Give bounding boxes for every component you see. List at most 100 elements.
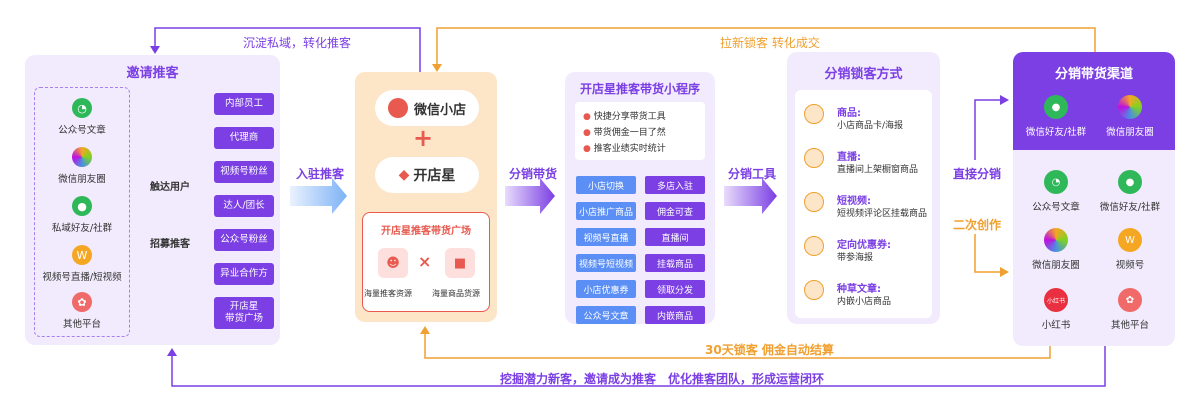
label-second: 二次创作 (953, 218, 1002, 232)
channel-moments: 微信朋友圈 (1016, 228, 1096, 271)
invite-recruit-label: 招募推客 (150, 239, 190, 250)
bullet-icon: ● (583, 112, 591, 122)
arrow-tools (724, 178, 777, 214)
brand-logo-icon: ◆ (398, 167, 410, 183)
moments-icon (72, 147, 92, 167)
channel-wechat-friends: ● 微信好友/社群 (1090, 170, 1170, 213)
source-moments: 微信朋友圈 (34, 147, 130, 185)
channel-header (1013, 52, 1175, 150)
mini-btn-left-3: 视频号直播 (576, 228, 636, 246)
channel-top-moments: 微信朋友圈 (1090, 95, 1170, 138)
mini-btn-left-1: 小店切换 (576, 176, 636, 194)
mini-feature-3: ● 推客业绩实时统计 (583, 144, 666, 154)
arrowhead-top-left (150, 46, 160, 54)
channel-top-wechat: ● 微信好友/社群 (1016, 95, 1096, 138)
bag-icon: ■ (445, 248, 475, 278)
resource-2: 海量商品货源 (432, 289, 480, 298)
other-platform-icon: ✿ (72, 292, 92, 312)
square-title: 开店星推客带货广场 (381, 226, 471, 237)
official-account-icon: ◔ (72, 98, 92, 118)
brand-pill: ◆ 开店星 (375, 157, 479, 193)
mini-feature-box (575, 102, 705, 160)
channel-official-account: ◔ 公众号文章 (1016, 170, 1096, 213)
other-platform-icon: ✿ (1118, 288, 1142, 312)
target-employees: 内部员工 (214, 93, 274, 115)
source-other: ✿ 其他平台 (34, 292, 130, 330)
channel-title: 分销带货渠道 (1054, 67, 1133, 82)
wechat-icon: ● (1118, 170, 1142, 194)
label-bottom-2: 优化推客团队，形成运营闭环 (668, 372, 825, 386)
label-tools: 分销工具 (728, 167, 777, 181)
target-oa-fans: 公众号粉丝 (214, 229, 274, 251)
coupon-icon (804, 236, 824, 256)
loop-line-top-left (154, 27, 421, 72)
invite-title: 邀请推客 (126, 66, 179, 81)
wechat-shop-pill: 微信小店 (375, 90, 479, 126)
arrowhead-bottom-orange (420, 326, 430, 334)
wechat-icon: ● (1044, 95, 1068, 119)
bullet-icon: ● (583, 128, 591, 138)
document-icon (804, 280, 824, 300)
source-channels: W 视频号直播/短视频 (34, 245, 130, 283)
mini-btn-left-6: 公众号文章 (576, 306, 636, 324)
moments-icon (1044, 228, 1068, 252)
moments-icon (1118, 95, 1142, 119)
label-bottom-1: 挖掘潜力新客，邀请成为推客 (500, 372, 657, 386)
line-second (974, 234, 1003, 273)
label-top-left: 沉淀私域，转化推客 (243, 36, 352, 50)
target-square: 开店星 带货广场 (214, 297, 274, 329)
mini-btn-right-2: 佣金可查 (645, 202, 705, 220)
arrowhead-second (1000, 267, 1009, 277)
arrowhead-direct (1000, 95, 1009, 105)
loop-line-bottom-orange (424, 330, 1051, 359)
mini-feature-1: ● 快捷分享带货工具 (583, 112, 666, 122)
mini-btn-right-3: 直播间 (645, 228, 705, 246)
invite-sources-box (34, 87, 130, 337)
channel-body (1013, 150, 1175, 346)
target-influencers: 达人/团长 (214, 195, 274, 217)
target-agents: 代理商 (214, 127, 274, 149)
target-channel-fans: 视频号粉丝 (214, 161, 274, 183)
label-bottom-mid: 30天锁客 佣金自动结算 (705, 343, 834, 357)
channels-icon (804, 192, 824, 212)
wechat-shop-icon (387, 98, 408, 118)
mini-btn-right-5: 领取分发 (645, 280, 705, 298)
channel-xiaohongshu: 小红书 小红书 (1016, 288, 1096, 331)
channel-other: ✿ 其他平台 (1090, 288, 1170, 331)
xiaohongshu-icon: 小红书 (1044, 288, 1068, 312)
loop-line-top-right (436, 27, 1096, 68)
line-direct (974, 99, 1003, 160)
label-top-right: 拉新锁客 转化成交 (720, 36, 820, 50)
bullet-icon: ● (583, 144, 591, 154)
label-enter: 入驻推客 (296, 167, 345, 181)
channels-icon: W (1118, 228, 1142, 252)
plus-sign: + (413, 124, 434, 152)
official-account-icon: ◔ (1044, 170, 1068, 194)
invite-reach-label: 触达用户 (150, 182, 190, 193)
target-partners: 异业合作方 (214, 263, 274, 285)
arrow-distribute (505, 178, 555, 214)
label-direct: 直接分销 (953, 167, 1002, 181)
arrowhead-bottom-purple (167, 348, 177, 356)
mini-btn-left-4: 视频号短视频 (576, 254, 636, 272)
video-camera-icon (804, 148, 824, 168)
mini-btn-right-6: 内嵌商品 (645, 306, 705, 324)
mini-title: 开店星推客带货小程序 (579, 82, 700, 96)
source-official-account: ◔ 公众号文章 (34, 98, 130, 136)
wechat-icon: ● (72, 196, 92, 216)
mini-btn-left-2: 小店推广商品 (576, 202, 636, 220)
people-icon: ☻ (378, 248, 408, 278)
cube-icon (804, 104, 824, 124)
mini-feature-2: ● 带货佣金一目了然 (583, 128, 666, 138)
arrow-enter (290, 178, 347, 214)
channel-channels: W 视频号 (1090, 228, 1170, 271)
resource-1: 海量推客资源 (364, 289, 412, 298)
lock-title: 分销锁客方式 (824, 67, 903, 82)
mini-btn-left-5: 小店优惠券 (576, 280, 636, 298)
loop-line-bottom-purple (171, 346, 1106, 387)
mini-btn-right-4: 挂载商品 (645, 254, 705, 272)
source-private-friends: ● 私域好友/社群 (34, 196, 130, 234)
label-distribute: 分销带货 (509, 167, 558, 181)
times-sign: × (418, 252, 432, 271)
